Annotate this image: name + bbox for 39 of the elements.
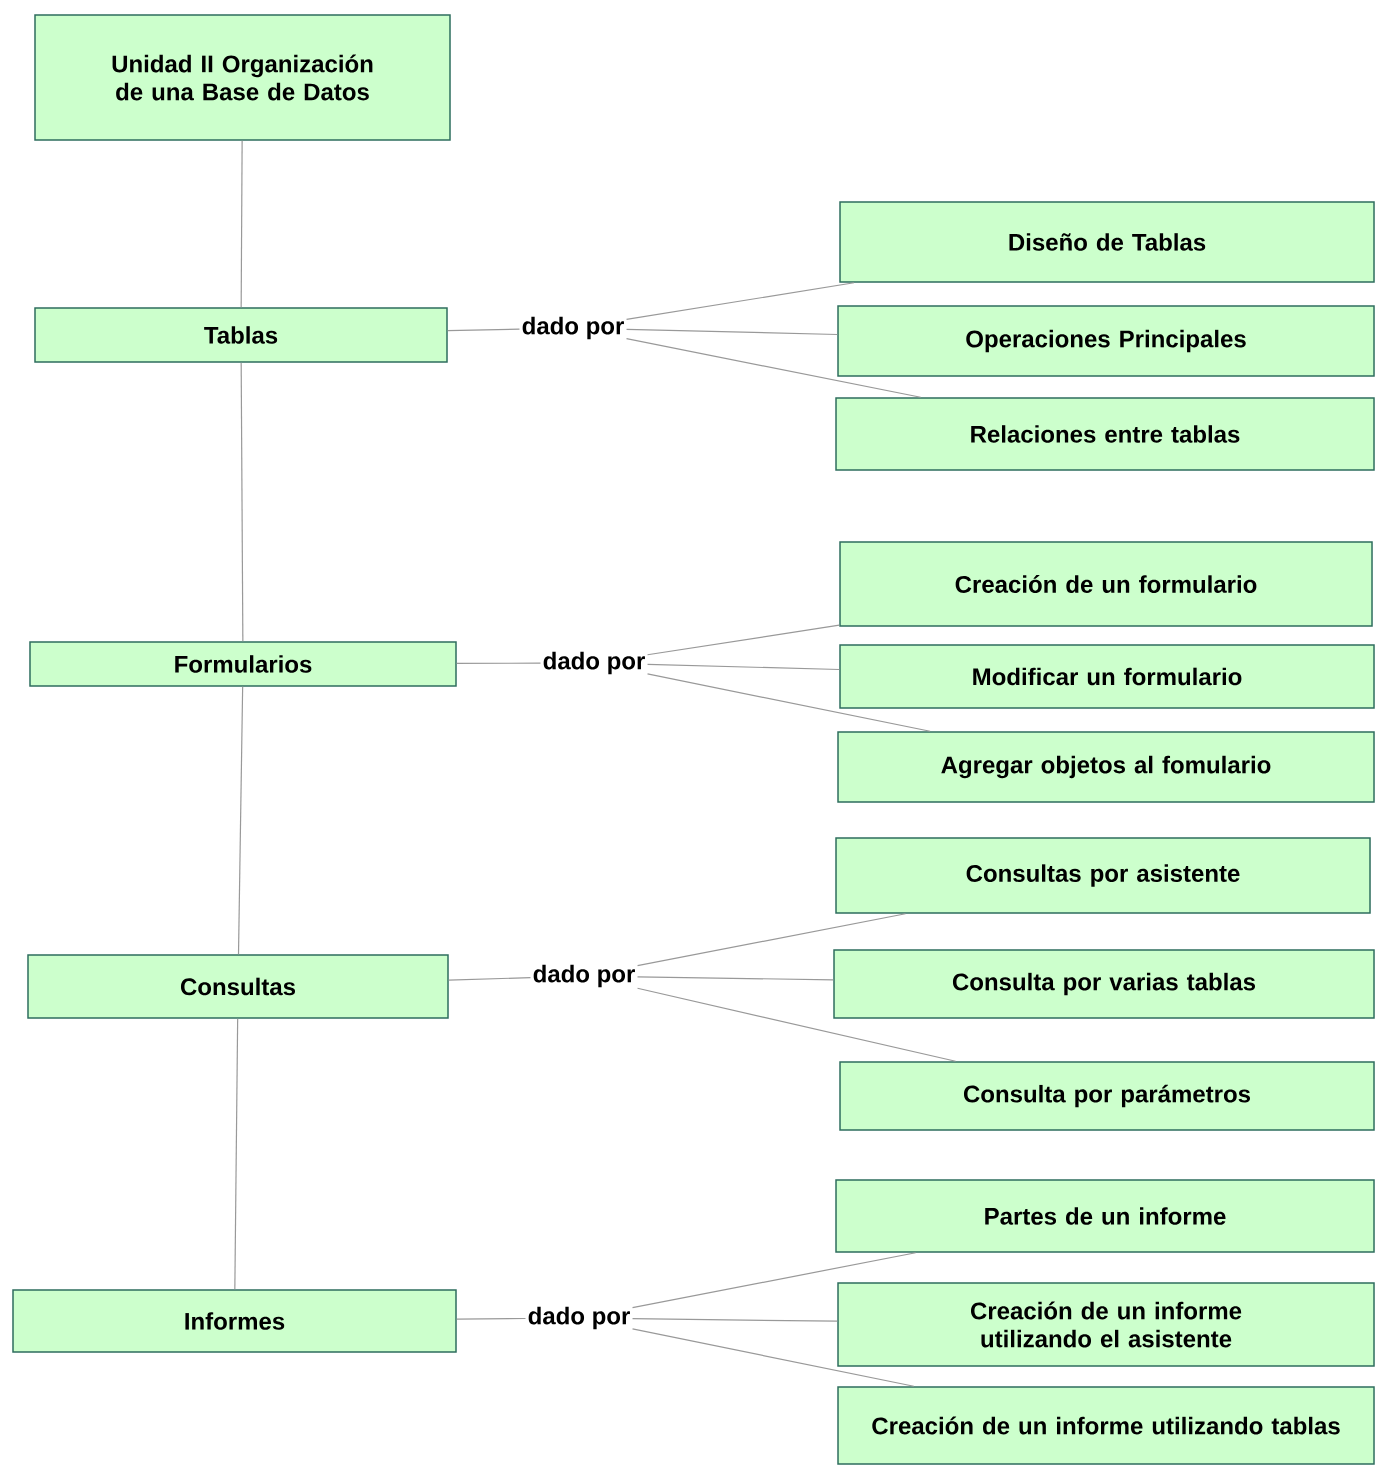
topic-box: Consulta por parámetros bbox=[839, 1061, 1375, 1131]
connector-line bbox=[240, 140, 243, 308]
connector-line bbox=[448, 977, 532, 981]
topic-box: Unidad II Organización de una Base de Datos bbox=[34, 14, 451, 141]
connector-line bbox=[636, 976, 834, 981]
topic-box: Partes de un informe bbox=[835, 1179, 1375, 1253]
topic-box: Relaciones entre tablas bbox=[835, 397, 1375, 471]
connector-line bbox=[646, 624, 840, 656]
connector-line bbox=[237, 686, 244, 955]
connector-line bbox=[625, 328, 838, 336]
connector-line bbox=[456, 1317, 527, 1320]
topic-box: Creación de un informe utilizando el asistente bbox=[837, 1282, 1375, 1367]
topic-box: Creación de un formulario bbox=[839, 541, 1373, 627]
topic-box: Tablas bbox=[34, 307, 448, 363]
connector-label: dado por bbox=[530, 962, 638, 990]
connector-line bbox=[631, 1318, 838, 1322]
connector-label: dado por bbox=[540, 649, 648, 677]
topic-box: Operaciones Principales bbox=[837, 305, 1375, 377]
topic-box: Creación de un informe utilizando tablas bbox=[837, 1386, 1375, 1465]
connector-line bbox=[234, 1018, 239, 1290]
connector-line bbox=[646, 663, 840, 671]
topic-box: Agregar objetos al fomulario bbox=[837, 731, 1375, 803]
topic-box: Consultas bbox=[27, 954, 449, 1019]
connector-line bbox=[636, 987, 957, 1062]
topic-box: Formularios bbox=[29, 641, 457, 687]
connector-line bbox=[625, 282, 855, 320]
connector-line bbox=[631, 1252, 917, 1309]
topic-box: Consulta por varias tablas bbox=[833, 949, 1375, 1019]
connector-line bbox=[646, 673, 931, 732]
topic-box: Consultas por asistente bbox=[835, 837, 1371, 914]
connector-label: dado por bbox=[519, 314, 627, 342]
connector-line bbox=[240, 362, 244, 642]
connector-line bbox=[456, 662, 542, 664]
connector-label: dado por bbox=[525, 1304, 633, 1332]
topic-box: Informes bbox=[12, 1289, 457, 1353]
connector-line bbox=[447, 328, 521, 332]
connector-line bbox=[636, 913, 907, 967]
topic-box: Diseño de Tablas bbox=[839, 201, 1375, 283]
topic-box: Modificar un formulario bbox=[839, 644, 1375, 709]
